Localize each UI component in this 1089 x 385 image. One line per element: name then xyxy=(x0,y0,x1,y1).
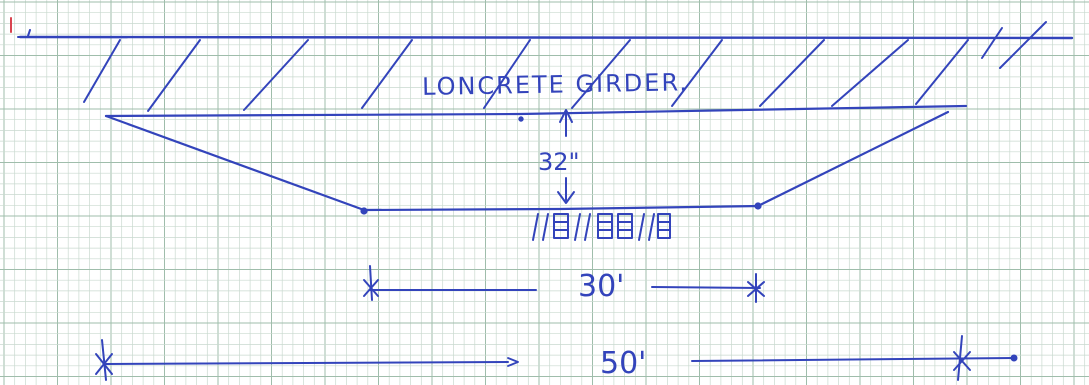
deck-top-line xyxy=(18,35,1074,40)
depth-dimension xyxy=(557,109,575,204)
depth-label: 32" xyxy=(538,148,580,176)
girder-label: LONCRETE GIRDER. xyxy=(422,68,689,101)
span-outer-label: 50' xyxy=(600,346,646,381)
girder-outline xyxy=(104,104,968,215)
span-inner-dimension xyxy=(363,265,765,303)
bottom-flange-line xyxy=(362,204,762,212)
span-outer-dimension xyxy=(95,335,1018,381)
left-haunch-line xyxy=(104,114,366,212)
concrete-hatching xyxy=(27,21,1047,112)
girder-soffit-line xyxy=(104,104,968,118)
right-haunch-line xyxy=(756,110,950,208)
bearing-hatch xyxy=(532,213,671,241)
span-inner-label: 30' xyxy=(578,269,624,304)
